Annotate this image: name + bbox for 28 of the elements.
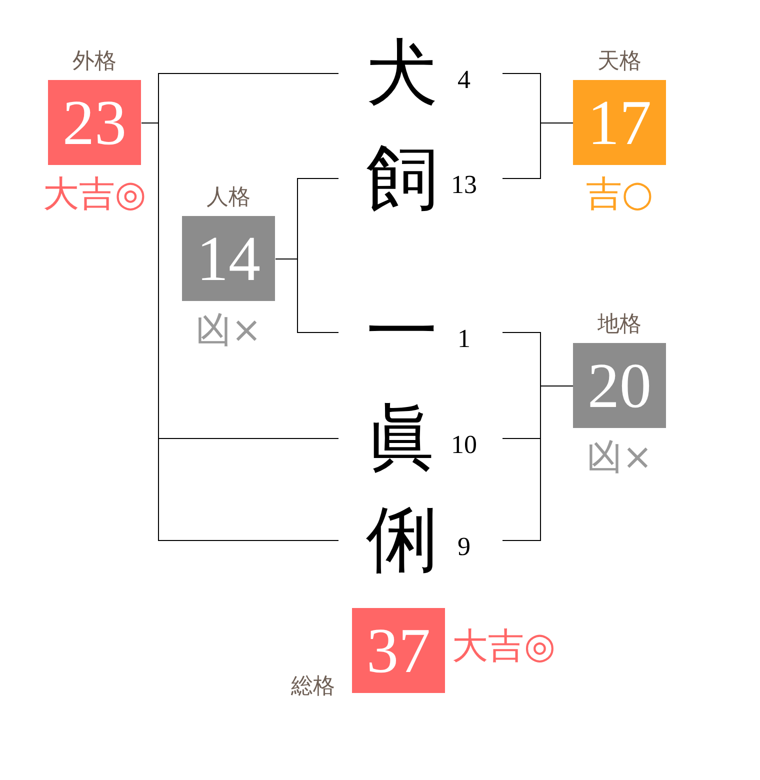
score-tile: 23	[48, 80, 141, 165]
score-tile: 14	[182, 216, 275, 301]
fortune-label: 凶×	[586, 438, 653, 478]
fortune-label: 凶×	[195, 311, 262, 351]
category-label: 天格	[598, 48, 642, 76]
stroke-count: 1	[458, 326, 470, 352]
stroke-count: 4	[458, 67, 470, 93]
fortune-label: 吉○	[586, 175, 654, 215]
name-character: 眞	[366, 402, 438, 474]
connector-line	[502, 386, 574, 541]
score-tile: 20	[573, 343, 666, 428]
connector-line	[275, 258, 339, 333]
stroke-count: 9	[458, 534, 470, 560]
category-label: 地格	[598, 311, 642, 339]
name-character: 犬	[366, 37, 438, 109]
name-character: 一	[366, 296, 438, 368]
stroke-count: 13	[451, 172, 477, 198]
connector-line	[502, 122, 574, 179]
category-label: 総格	[291, 673, 335, 701]
score-tile: 17	[573, 80, 666, 165]
category-label: 外格	[72, 48, 116, 76]
name-character: 俐	[366, 504, 438, 576]
fortune-label: 大吉◎	[452, 626, 556, 666]
score-tile: 37	[352, 608, 445, 693]
fortune-label: 大吉◎	[42, 175, 146, 215]
category-label: 人格	[206, 184, 250, 212]
name-character: 飼	[366, 142, 438, 214]
stroke-count: 10	[451, 432, 477, 458]
